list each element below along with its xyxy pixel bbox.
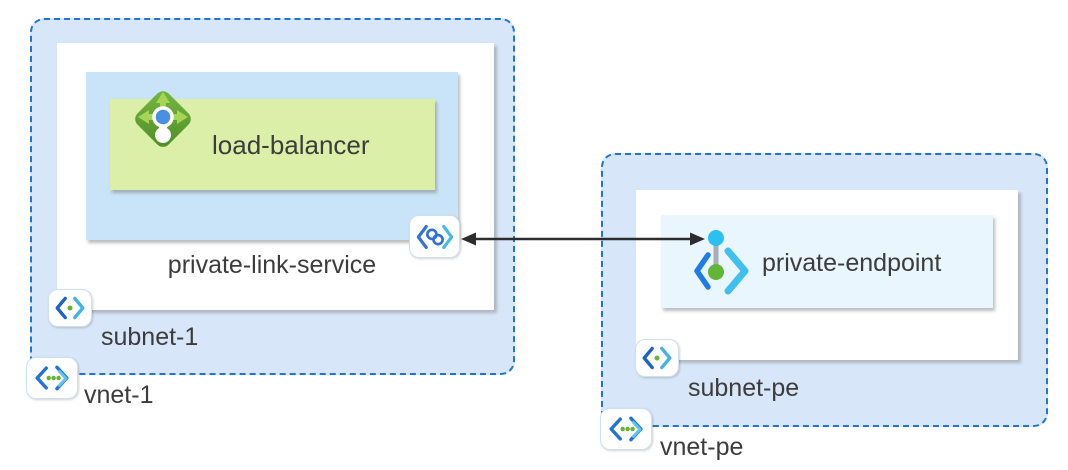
- vnet-1-label: vnet-1: [84, 381, 154, 409]
- private-endpoint-label: private-endpoint: [762, 249, 942, 277]
- load-balancer-box: load-balancer: [110, 91, 435, 190]
- bidirectional-arrow-connector: [461, 232, 705, 246]
- subnet-pe-label: subnet-pe: [688, 374, 800, 402]
- private-link-service-label: private-link-service: [167, 251, 377, 279]
- load-balancer-label: load-balancer: [212, 129, 370, 160]
- subnet-icon: [48, 289, 92, 327]
- load-balancer-icon: [135, 91, 191, 147]
- private-endpoint-icon: [694, 230, 749, 295]
- virtual-network-icon: [600, 408, 652, 450]
- private-link-service-icon: [409, 215, 460, 258]
- subnet-icon: [635, 339, 679, 377]
- vnet-pe-label: vnet-pe: [660, 433, 744, 461]
- virtual-network-icon: [26, 357, 78, 399]
- subnet-1-label: subnet-1: [101, 323, 199, 351]
